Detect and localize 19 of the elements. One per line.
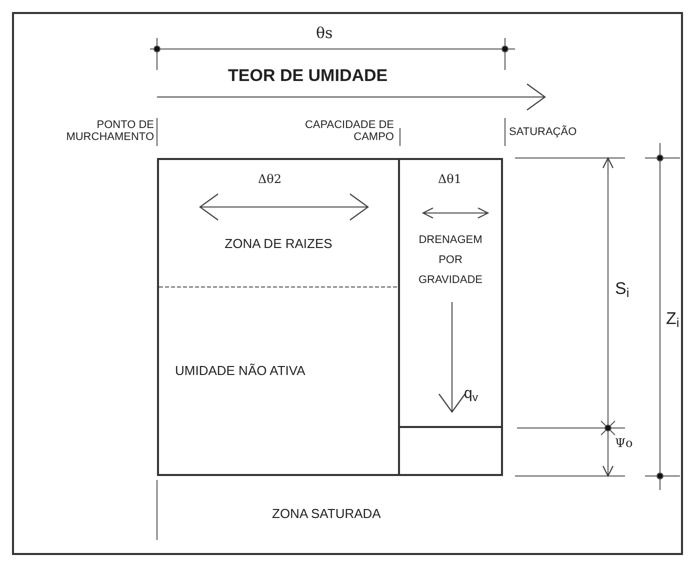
zone-label: UMIDADE NÃO ATIVA	[175, 362, 306, 380]
dimension-label: S$_{i}$	[615, 278, 630, 302]
scale-label: PONTO DE MURCHAMENTO	[65, 119, 154, 143]
soil-zone	[157, 158, 400, 287]
flow-label: q$_{v}$	[464, 384, 478, 406]
scale-label: ZONA SATURADA	[272, 505, 381, 523]
soil-zone	[400, 158, 503, 428]
dimension-label: Z$_{i}$	[666, 308, 680, 332]
zone-label: ZONA DE RAIZES	[224, 235, 334, 253]
zone-label: DRENAGEM POR GRAVIDADE	[418, 233, 484, 288]
dimension-label: Δθ1	[438, 171, 462, 188]
soil-zone	[157, 287, 400, 476]
empty-cell	[400, 428, 503, 476]
axis-title: TEOR DE UMIDADE	[228, 65, 388, 87]
scale-label: SATURAÇÃO	[509, 124, 577, 140]
dimension-label: θs	[316, 23, 333, 44]
dimension-label: Δθ2	[258, 171, 282, 188]
dimension-label: Ψo	[615, 435, 633, 452]
scale-label: CAPACIDADE DE CAMPO	[304, 119, 394, 143]
